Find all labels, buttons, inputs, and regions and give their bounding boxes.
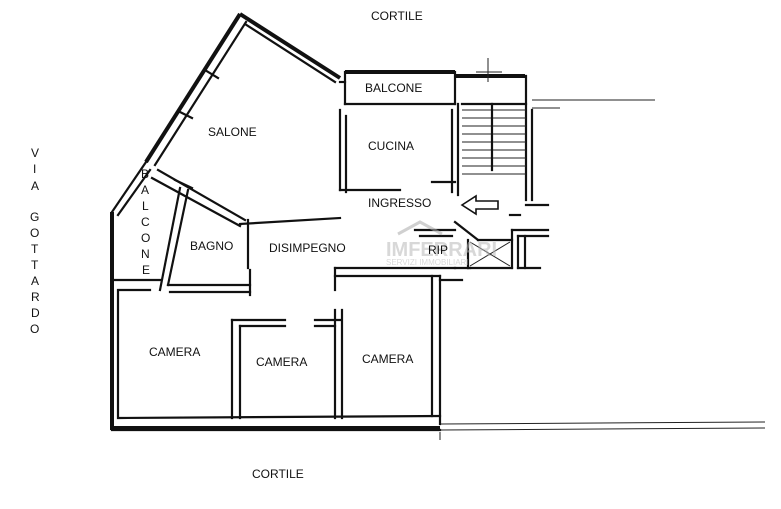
balcone-side-letter: N (141, 247, 150, 261)
watermark-name: IMFERRARI (386, 239, 497, 261)
label-camera-left: CAMERA (149, 345, 200, 359)
label-via: V I A (31, 146, 39, 193)
balcone-side-letter: C (141, 215, 150, 229)
label-balcone-side: B A L C O N E (141, 167, 150, 277)
entrance-arrow-icon (460, 194, 499, 216)
gottardo-letter: A (31, 274, 39, 288)
staircase (462, 58, 526, 175)
label-bagno: BAGNO (190, 239, 233, 253)
via-letter: V (31, 146, 39, 160)
label-camera-middle: CAMERA (256, 355, 307, 369)
label-rip: RIP (428, 243, 448, 257)
gottardo-letter: O (30, 226, 39, 240)
balcone-side-letter: B (141, 167, 149, 181)
label-disimpegno: DISIMPEGNO (269, 241, 346, 255)
label-cortile-top: CORTILE (371, 9, 423, 23)
via-letter: I (33, 162, 36, 176)
watermark-roof-icon (397, 220, 443, 236)
watermark-tagline: SERVIZI IMMOBILIARI (386, 258, 469, 267)
label-cortile-bottom: CORTILE (252, 467, 304, 481)
balcone-side-letter: L (142, 199, 149, 213)
watermark: IMFERRARI SERVIZI IMMOBILIARI (386, 220, 497, 267)
gottardo-letter: G (30, 210, 39, 224)
gottardo-letter: T (31, 242, 39, 256)
label-balcone-top: BALCONE (365, 81, 422, 95)
label-cucina: CUCINA (368, 139, 414, 153)
gottardo-letter: D (31, 306, 40, 320)
label-camera-right: CAMERA (362, 352, 413, 366)
via-letter: A (31, 179, 39, 193)
balcone-side-letter: O (141, 231, 150, 245)
label-gottardo: G O T T A R D O (30, 210, 40, 336)
gottardo-letter: R (31, 290, 40, 304)
gottardo-letter: O (30, 322, 39, 336)
balcone-side-letter: A (141, 183, 149, 197)
gottardo-letter: T (31, 258, 39, 272)
balcone-side-letter: E (142, 263, 150, 277)
label-ingresso: INGRESSO (368, 196, 431, 210)
label-salone: SALONE (208, 125, 257, 139)
walls (110, 12, 766, 440)
